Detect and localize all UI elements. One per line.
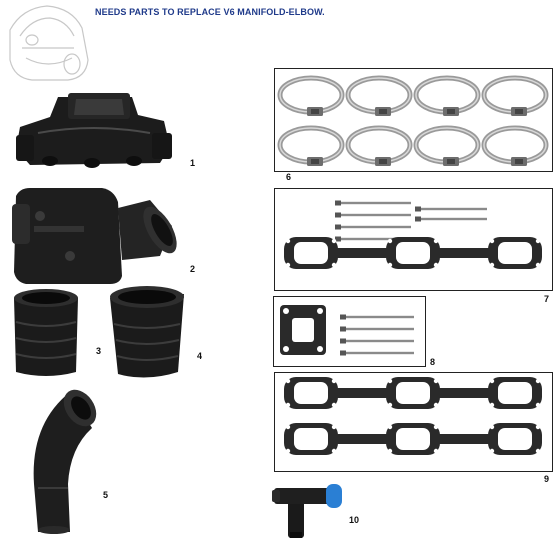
exhaust-manifold-image: [10, 93, 180, 173]
part-number-8: 8: [430, 357, 436, 367]
plate-bolts-box: [273, 296, 426, 367]
bolt: [340, 338, 414, 344]
hose-clamp: [277, 75, 345, 116]
part-number-3: 3: [96, 346, 102, 356]
part-number-4: 4: [197, 351, 203, 361]
hose-clamp: [345, 75, 413, 116]
bellows-3-image: [10, 288, 82, 380]
page-title: NEEDS PARTS TO REPLACE V6 MANIFOLD-ELBOW…: [95, 7, 325, 17]
bolt: [335, 200, 411, 206]
bolt: [335, 224, 411, 230]
bolt: [340, 350, 414, 356]
part-number-2: 2: [190, 264, 196, 274]
hose-clamp: [413, 125, 481, 166]
gasket-bolts-box: [274, 188, 553, 291]
riser-elbow-image: [10, 186, 180, 286]
drain-fitting-image: [270, 484, 346, 540]
manifold-sketch: [2, 0, 92, 85]
bolt: [415, 216, 487, 222]
hose-clamp: [481, 75, 549, 116]
part-number-1: 1: [190, 158, 196, 168]
elbow-hose-image: [8, 384, 98, 534]
part-number-9: 9: [544, 474, 550, 484]
hose-clamp: [481, 125, 549, 166]
gaskets-box: [274, 372, 553, 472]
part-number-5: 5: [103, 490, 109, 500]
hose-clamps-box: [274, 68, 553, 172]
part-number-6: 6: [286, 172, 292, 182]
exhaust-gasket: [284, 377, 542, 409]
exhaust-gasket: [284, 237, 542, 269]
part-number-10: 10: [349, 515, 360, 525]
bolt: [335, 236, 411, 242]
hose-clamp: [413, 75, 481, 116]
exhaust-gasket: [284, 423, 542, 455]
bolt: [335, 212, 411, 218]
bolt: [415, 206, 487, 212]
part-number-7: 7: [544, 294, 550, 304]
hose-clamp: [277, 125, 345, 166]
bolt: [340, 326, 414, 332]
bellows-4-image: [106, 284, 188, 382]
bolt: [340, 314, 414, 320]
hose-clamp: [345, 125, 413, 166]
